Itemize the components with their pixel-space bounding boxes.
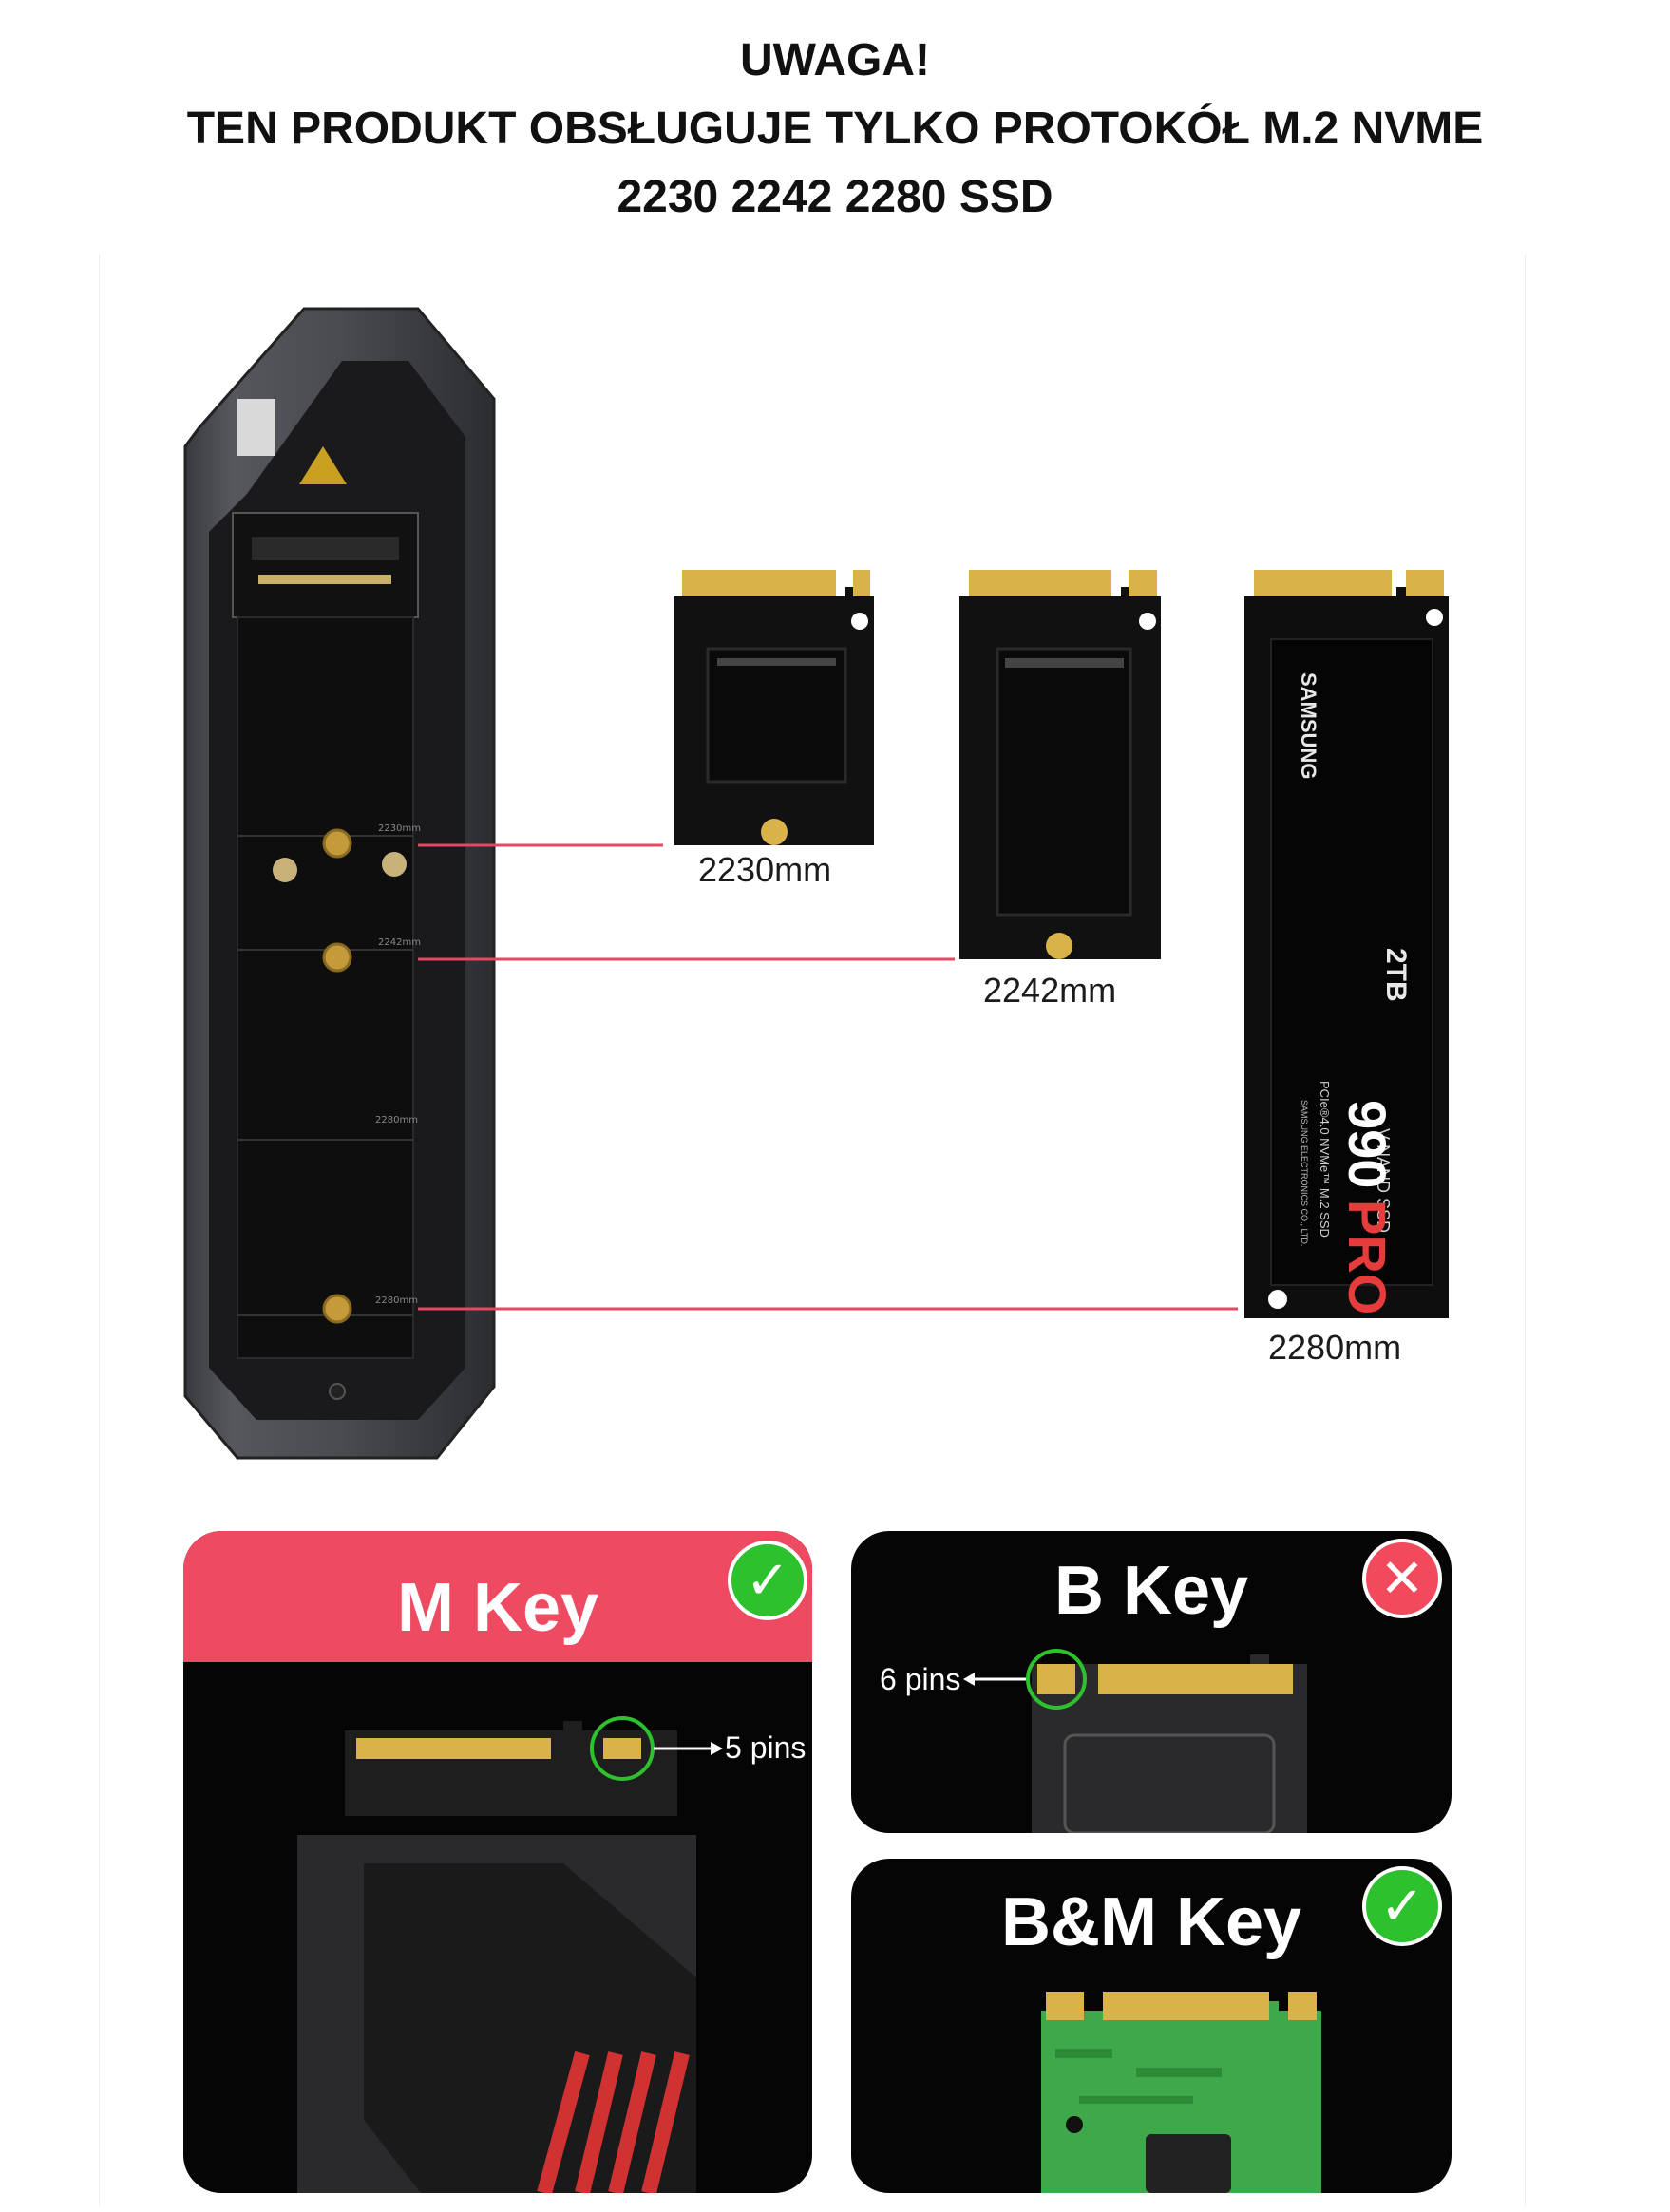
warning-heading: UWAGA! TEN PRODUKT OBSŁUGUJE TYLKO PROTO… <box>0 27 1670 232</box>
m-key-card: M Key ✓ 5 pins <box>183 1531 812 2193</box>
m-key-check-icon: ✓ <box>728 1541 807 1620</box>
bm-key-check-icon: ✓ <box>1362 1866 1442 1946</box>
b-key-title: B Key <box>1053 1553 1249 1629</box>
b-key-cross-icon: ✕ <box>1362 1539 1442 1618</box>
ssd-2230-image <box>674 570 874 845</box>
mark-2260: 2280mm <box>375 1115 418 1125</box>
product-image-frame <box>99 255 1526 2206</box>
ssd-interface: PCIe®4.0 NVMe™ M.2 SSD <box>1318 1081 1332 1238</box>
m-key-header <box>183 1531 812 1662</box>
ssd-model-pro: PRO <box>1338 1200 1397 1314</box>
enclosure-image: 2230mm 2242mm 2280mm 2280mm <box>183 307 496 1460</box>
warning-protocol-text: TEN PRODUKT OBSŁUGUJE TYLKO PROTOKÓŁ M.2… <box>186 104 1484 154</box>
warning-title: UWAGA! <box>740 35 930 85</box>
mark-2242: 2242mm <box>378 937 421 948</box>
bm-key-ssd-image <box>1041 1992 1321 2193</box>
label-2280: 2280mm <box>1268 1328 1402 1367</box>
ssd-2280-image: SAMSUNG 2TB V-NAND SSD 990 PRO PCIe®4.0 … <box>1244 570 1449 1318</box>
guide-lines <box>418 843 1238 1311</box>
b-key-pins-label: 6 pins <box>880 1662 961 1696</box>
label-2230: 2230mm <box>698 850 832 889</box>
ssd-brand: SAMSUNG <box>1297 672 1320 779</box>
ssd-2242-image <box>959 570 1161 959</box>
m-key-title: M Key <box>396 1570 599 1646</box>
ssd-line-a: V-NAND SSD <box>1374 1128 1393 1233</box>
mark-2230: 2230mm <box>378 823 421 834</box>
bm-key-title: B&M Key <box>1000 1884 1302 1960</box>
m-key-pins-label: 5 pins <box>725 1730 807 1765</box>
ssd-model-number: 990 <box>1338 1100 1397 1188</box>
label-2242: 2242mm <box>983 971 1117 1010</box>
ssd-maker: SAMSUNG ELECTRONICS CO., LTD. <box>1300 1100 1309 1246</box>
ssd-capacity: 2TB <box>1380 948 1412 1002</box>
b-key-card: B Key ✕ 6 pins <box>851 1531 1452 1833</box>
bm-key-card: B&M Key ✓ <box>851 1859 1452 2193</box>
m-key-ssd-image <box>297 1716 723 2193</box>
mark-2280: 2280mm <box>375 1295 418 1306</box>
warning-sizes-text: 2230 2242 2280 SSD <box>617 172 1053 222</box>
b-key-ssd-image <box>963 1649 1307 1833</box>
